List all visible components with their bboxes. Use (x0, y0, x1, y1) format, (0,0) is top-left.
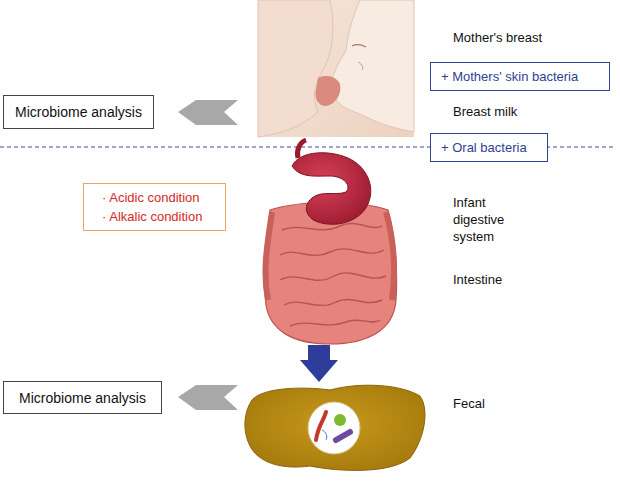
box-text: + Mothers' skin bacteria (441, 69, 578, 84)
box-text: Microbiome analysis (19, 390, 146, 406)
analysis-box: Microbiome analysis (3, 95, 154, 129)
box-text: · Acidic condition (102, 188, 200, 207)
condition-box: · Acidic condition· Alkalic condition (83, 183, 226, 231)
pointer-arrow (178, 100, 238, 125)
pointer-arrow (178, 385, 238, 410)
side-label: Breast milk (453, 103, 517, 120)
side-label: Fecal (453, 395, 485, 412)
breastfeeding-illustration (258, 0, 414, 137)
flow-arrow (300, 345, 338, 382)
side-label: Mother's breast (453, 29, 542, 46)
bacteria-box: + Mothers' skin bacteria (430, 62, 610, 91)
digestive-illustration (265, 140, 397, 344)
bacteria-box: + Oral bacteria (430, 133, 548, 162)
box-text: Microbiome analysis (15, 104, 142, 120)
box-text: · Alkalic condition (102, 207, 202, 226)
side-label: Infant digestive system (453, 194, 525, 245)
box-text: + Oral bacteria (441, 140, 527, 155)
side-label: Intestine (453, 271, 502, 288)
fecal-illustration (245, 385, 425, 470)
analysis-box: Microbiome analysis (3, 381, 162, 414)
